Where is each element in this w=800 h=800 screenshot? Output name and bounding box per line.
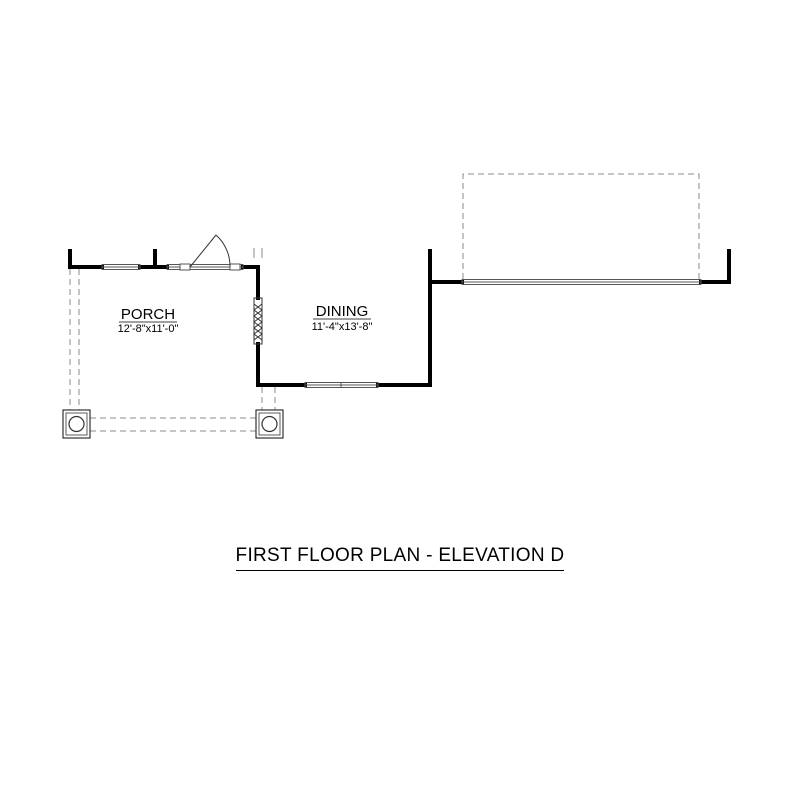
plan-title: FIRST FLOOR PLAN - ELEVATION D (0, 545, 800, 571)
room-dimensions: 11'-4"x13'-8" (312, 321, 373, 333)
side-window (253, 297, 263, 345)
porch-beam (90, 417, 256, 432)
porch-columns (62, 409, 284, 439)
porch-outline-right (261, 387, 276, 410)
dining-wall-right (376, 280, 464, 387)
porch-outline-left (69, 269, 80, 410)
dining-wall-left (241, 265, 260, 300)
dashed-outlines (69, 173, 700, 432)
wall-post (253, 248, 263, 258)
walls (68, 249, 731, 387)
porch-wall-mid (138, 249, 169, 269)
rear-outline (462, 173, 700, 279)
door-swing-arc (215, 234, 231, 268)
room-name: DINING (316, 303, 369, 320)
door-leaf (189, 234, 217, 268)
right-wall (699, 249, 731, 284)
entry-door (166, 234, 244, 271)
room-name: PORCH (121, 306, 175, 323)
porch-column-left (62, 409, 91, 439)
plan-title-text: FIRST FLOOR PLAN - ELEVATION D (235, 545, 565, 571)
windows (101, 264, 702, 388)
room-dining-label: DINING 11'-4"x13'-8" (312, 303, 373, 333)
porch-wall-left (68, 249, 104, 269)
room-porch-label: PORCH 12'-8"x11'-0" (118, 306, 179, 335)
porch-column-right (255, 409, 284, 439)
room-dimensions: 12'-8"x11'-0" (118, 323, 179, 335)
dining-wall-left-lower (256, 342, 307, 387)
